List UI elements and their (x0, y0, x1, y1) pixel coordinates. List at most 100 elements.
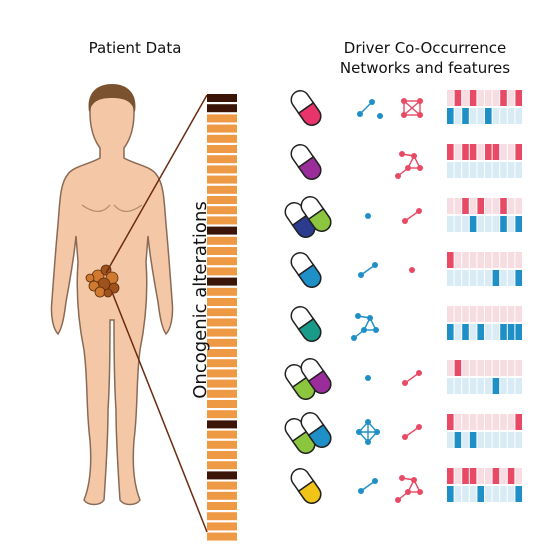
feature-cell-top (469, 90, 477, 106)
pill-seam (298, 264, 314, 276)
feature-cell-bottom (462, 432, 469, 448)
feature-cell-top (462, 468, 469, 484)
alteration-segment (207, 379, 237, 388)
network-node (365, 419, 371, 425)
feature-cell-bottom (515, 108, 522, 124)
feature-cell-top (477, 90, 484, 106)
alteration-segment (207, 338, 237, 347)
feature-cell-top (500, 90, 507, 106)
feature-cell-top (485, 144, 492, 160)
pill-seam (292, 430, 308, 442)
feature-cell-bottom (469, 324, 477, 340)
feature-cell-bottom (492, 216, 500, 232)
feature-cell-bottom (515, 432, 522, 448)
feature-cell-top (454, 468, 462, 484)
feature-grid (447, 414, 522, 448)
feature-cell-bottom (492, 108, 500, 124)
alteration-segment (207, 532, 237, 541)
feature-cell-top (485, 306, 492, 322)
red-network (401, 98, 423, 118)
feature-cell-top (469, 144, 477, 160)
feature-cell-top (454, 306, 462, 322)
feature-cell-top (454, 144, 462, 160)
network-node (416, 208, 422, 214)
feature-cell-top (477, 252, 484, 268)
feature-cell-top (485, 414, 492, 430)
body-silhouette (50, 87, 174, 506)
feature-cell-bottom (507, 270, 515, 286)
alteration-segment (207, 257, 237, 266)
feature-grid (447, 198, 522, 232)
alteration-segment (207, 420, 237, 429)
network-node (401, 112, 407, 118)
network-node (395, 173, 401, 179)
network-node (411, 477, 417, 483)
feature-cell-top (462, 90, 469, 106)
feature-cell-top (447, 414, 454, 430)
network-node (411, 153, 417, 159)
feature-cell-bottom (454, 270, 462, 286)
feature-cell-top (492, 360, 500, 376)
alteration-segment (207, 461, 237, 470)
feature-cell-top (492, 414, 500, 430)
feature-cell-top (447, 198, 454, 214)
feature-cell-top (515, 90, 522, 106)
feature-cell-bottom (507, 162, 515, 178)
feature-cell-top (500, 414, 507, 430)
pill-color-half (297, 317, 322, 342)
alteration-segment (207, 236, 237, 245)
feature-cell-bottom (485, 486, 492, 502)
feature-cell-bottom (500, 486, 507, 502)
feature-cell-top (500, 198, 507, 214)
feature-cell-top (447, 144, 454, 160)
blue-network (356, 419, 380, 445)
co-occurrence-row (290, 306, 522, 342)
feature-cell-bottom (507, 378, 515, 394)
network-node (409, 267, 415, 273)
alteration-bar (207, 94, 237, 541)
pill-seam (292, 376, 308, 388)
feature-cell-top (507, 90, 515, 106)
feature-cell-bottom (469, 432, 477, 448)
feature-cell-bottom (507, 216, 515, 232)
pill-seam (298, 156, 314, 168)
alteration-segment (207, 349, 237, 357)
feature-cell-top (507, 414, 515, 430)
drug-pill (290, 252, 322, 288)
feature-grid (447, 468, 522, 502)
alteration-segment (207, 471, 237, 480)
feature-cell-top (500, 360, 507, 376)
feature-cell-bottom (515, 162, 522, 178)
blue-network (351, 313, 379, 341)
feature-cell-bottom (492, 324, 500, 340)
pill-color-half (297, 263, 322, 288)
feature-cell-bottom (507, 324, 515, 340)
network-node (399, 151, 405, 157)
feature-cell-top (462, 306, 469, 322)
alteration-segment (207, 216, 237, 225)
pill-seam (308, 208, 324, 220)
feature-cell-top (462, 144, 469, 160)
network-node (372, 262, 378, 268)
drug-pill (290, 144, 322, 180)
red-network (402, 370, 422, 386)
network-node (367, 315, 373, 321)
feature-cell-bottom (492, 486, 500, 502)
feature-cell-top (462, 414, 469, 430)
feature-cell-bottom (454, 162, 462, 178)
feature-cell-bottom (469, 216, 477, 232)
network-node (374, 429, 380, 435)
feature-cell-top (500, 252, 507, 268)
feature-cell-bottom (447, 378, 454, 394)
network-node (358, 272, 364, 278)
alteration-segment (207, 410, 237, 419)
pill-color-half (307, 207, 332, 232)
feature-cell-top (515, 252, 522, 268)
network-node (395, 497, 401, 503)
feature-cell-bottom (462, 270, 469, 286)
feature-cell-top (500, 144, 507, 160)
alteration-segment (207, 134, 237, 143)
pill-color-half (297, 479, 322, 504)
feature-cell-top (447, 90, 454, 106)
network-node (369, 99, 375, 105)
